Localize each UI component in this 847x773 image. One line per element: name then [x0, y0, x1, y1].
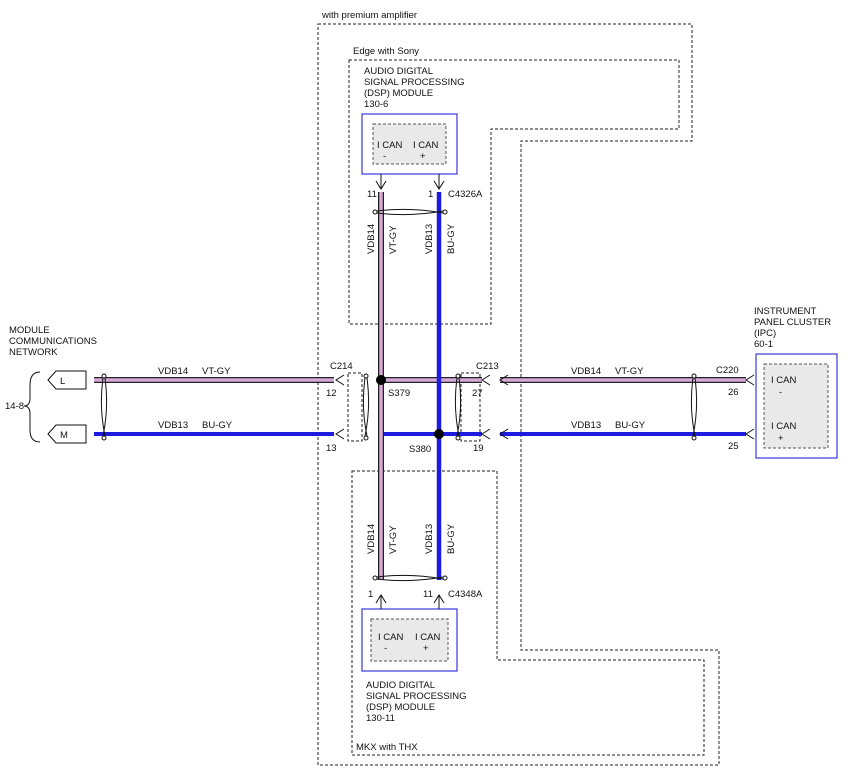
mcn-brace: [23, 371, 41, 443]
pin-l-tag: [47, 370, 87, 390]
wire-label-left-vtgy: VT-GY: [202, 366, 231, 377]
dsp-top-ref: 130-6: [364, 99, 388, 110]
arrow-c220-bot: [745, 428, 755, 440]
splice-s379-dot[interactable]: [376, 375, 386, 385]
connector-c220-label: C220: [716, 365, 739, 376]
vlabel-top-vdb14: VDB14: [366, 224, 377, 254]
ipc-minus-sign: -: [779, 387, 782, 398]
arrow-c214-top: [335, 374, 345, 386]
connector-c214-label: C214: [330, 361, 353, 372]
twist-symbol-center-right: [454, 373, 462, 441]
dsp-top-inner: [372, 123, 447, 165]
c213-dashed-frame: [460, 372, 481, 442]
vlabel-bot-vdb13: VDB13: [424, 524, 435, 554]
dsp-top-ican-minus: I CAN: [377, 140, 402, 151]
twist-symbol-top: [372, 208, 448, 216]
connector-c4348a-label: C4348A: [448, 589, 483, 600]
dsp-bottom-ref: 130-11: [366, 713, 395, 724]
pin-bot-right: 11: [423, 589, 433, 600]
vlabel-bot-vtgy: VT-GY: [388, 525, 399, 554]
instrument-panel-cluster[interactable]: INSTRUMENT PANEL CLUSTER (IPC) 60-1 I CA…: [754, 306, 838, 459]
ipc-ican-top: I CAN: [771, 375, 796, 386]
dsp-top-name-line2: SIGNAL PROCESSING: [364, 77, 464, 88]
mkx-with-thx-outline: [351, 470, 705, 756]
pin-c213-bot: 19: [473, 443, 484, 454]
vlabel-top-bugy: BU-GY: [446, 223, 457, 254]
dsp-bottom-plus-sign: +: [423, 643, 429, 654]
premium-amplifier-label: with premium amplifier: [321, 10, 417, 21]
wire-label-right-bugy: BU-GY: [615, 420, 646, 431]
mcn-line2: COMMUNICATIONS: [9, 336, 97, 347]
twist-symbol-center-left: [362, 373, 370, 441]
ipc-ican-bottom: I CAN: [771, 421, 796, 432]
wire-label-left-bugy: BU-GY: [202, 420, 233, 431]
dsp-bottom-name-line2: SIGNAL PROCESSING: [366, 691, 466, 702]
pin-m-tag: [47, 424, 87, 444]
splice-s380-dot[interactable]: [434, 429, 444, 439]
twist-symbol-bottom: [372, 574, 448, 582]
dsp-top-plus-sign: +: [420, 151, 426, 162]
pin-c220-top: 26: [728, 387, 739, 398]
pin-c220-bot: 25: [728, 441, 739, 452]
ipc-plus-sign: +: [778, 433, 784, 444]
arrow-c213-bot: [481, 428, 491, 440]
arrow-c213-bot-b: [499, 428, 509, 440]
pin-m-label: M: [60, 430, 68, 441]
wire-label-right-vtgy: VT-GY: [615, 366, 644, 377]
arrow-c213-top-b: [499, 374, 509, 386]
dsp-module-top[interactable]: AUDIO DIGITAL SIGNAL PROCESSING (DSP) MO…: [361, 66, 464, 175]
dsp-bottom-name-line3: (DSP) MODULE: [366, 702, 435, 713]
mkx-with-thx-label: MKX with THX: [356, 742, 418, 753]
ipc-inner: [763, 363, 829, 449]
ipc-name-line2: PANEL CLUSTER: [754, 317, 831, 328]
arrow-c213-top: [481, 374, 491, 386]
connector-arrows: [335, 174, 755, 609]
premium-amplifier-outline: [317, 23, 720, 766]
dsp-top-name-line1: AUDIO DIGITAL: [364, 66, 433, 77]
pin-c213-top: 27: [472, 388, 483, 399]
vlabel-bot-vdb14: VDB14: [366, 524, 377, 554]
vlabel-bot-bugy: BU-GY: [446, 523, 457, 554]
splice-s380-label: S380: [409, 444, 431, 455]
mcn-ref: 14-8: [5, 401, 24, 412]
ipc-name-line1: INSTRUMENT: [754, 306, 816, 317]
arrow-c214-bot: [335, 428, 345, 440]
splice-s379-label: S379: [388, 388, 410, 399]
wire-label-right-vdb13: VDB13: [571, 420, 601, 431]
dsp-bottom-name-line1: AUDIO DIGITAL: [366, 680, 435, 691]
pin-l-label: L: [60, 376, 65, 387]
wire-label-left-vdb14: VDB14: [158, 366, 188, 377]
dsp-bottom-ican-plus: I CAN: [415, 632, 440, 643]
wire-label-left-vdb13: VDB13: [158, 420, 188, 431]
arrow-c220-top: [745, 374, 755, 386]
edge-with-sony-outline: [348, 59, 680, 325]
ipc-ref: 60-1: [754, 339, 773, 350]
mcn-line1: MODULE: [9, 325, 50, 336]
ipc-name-line3: (IPC): [754, 328, 776, 339]
pin-top-left: 11: [367, 189, 377, 200]
twist-symbol-right: [690, 373, 698, 441]
module-communications-network[interactable]: MODULE COMMUNICATIONS NETWORK 14-8 L M: [5, 325, 97, 444]
dsp-top-name-line3: (DSP) MODULE: [364, 88, 433, 99]
pin-bot-left: 1: [368, 589, 373, 600]
connector-c213-label: C213: [476, 361, 499, 372]
vlabel-top-vdb13: VDB13: [424, 224, 435, 254]
wire-label-right-vdb14: VDB14: [571, 366, 601, 377]
pin-c214-top: 12: [326, 388, 337, 399]
dsp-top-minus-sign: -: [383, 151, 386, 162]
dsp-bottom-minus-sign: -: [384, 643, 387, 654]
dsp-bottom-ican-minus: I CAN: [378, 632, 403, 643]
vlabel-top-vtgy: VT-GY: [388, 225, 399, 254]
connector-c4326a-label: C4326A: [448, 189, 483, 200]
dsp-bottom-inner: [370, 618, 449, 662]
dsp-top-ican-plus: I CAN: [413, 140, 438, 151]
pin-c214-bot: 13: [326, 443, 337, 454]
pin-top-right: 1: [428, 189, 433, 200]
c214-dashed-frame: [347, 372, 363, 442]
edge-with-sony-label: Edge with Sony: [353, 46, 419, 57]
dsp-module-bottom[interactable]: I CAN I CAN - + AUDIO DIGITAL SIGNAL PRO…: [361, 608, 466, 724]
twist-symbol-left: [100, 373, 108, 441]
mcn-line3: NETWORK: [9, 347, 58, 358]
